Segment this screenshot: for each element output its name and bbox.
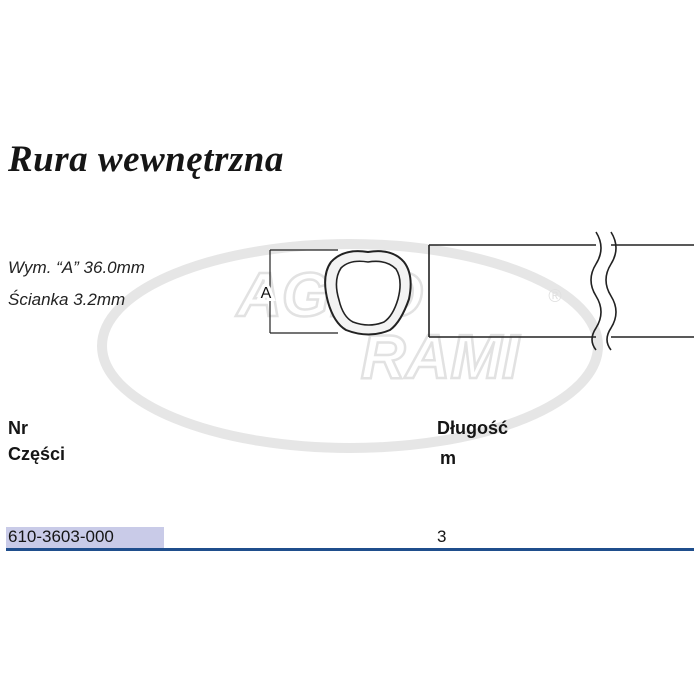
header-part-number-line1: Nr (8, 418, 29, 438)
dimension-bracket (269, 249, 338, 334)
triangular-profile-cross-section (324, 250, 412, 336)
row-selection-highlight (6, 527, 164, 549)
header-length-line1: Długość (437, 418, 509, 438)
header-length-line2: m (440, 448, 457, 468)
table-rule (6, 548, 694, 551)
spec-dimension: Wym. “A” 36.0mm (8, 258, 145, 277)
header-part-number-line2: Części (8, 444, 66, 464)
spec-wall-thickness: Ścianka 3.2mm (8, 290, 126, 309)
dimension-label: A (261, 285, 272, 302)
table-row-length: 3 (437, 527, 447, 546)
page-title: Rura wewnętrzna (8, 139, 284, 180)
tube-side-view (428, 231, 694, 351)
table-row-part-number[interactable]: 610-3603-000 (8, 527, 114, 546)
watermark-registered-mark: ® (548, 286, 561, 306)
watermark-brand-line2: RAMI (361, 323, 521, 392)
